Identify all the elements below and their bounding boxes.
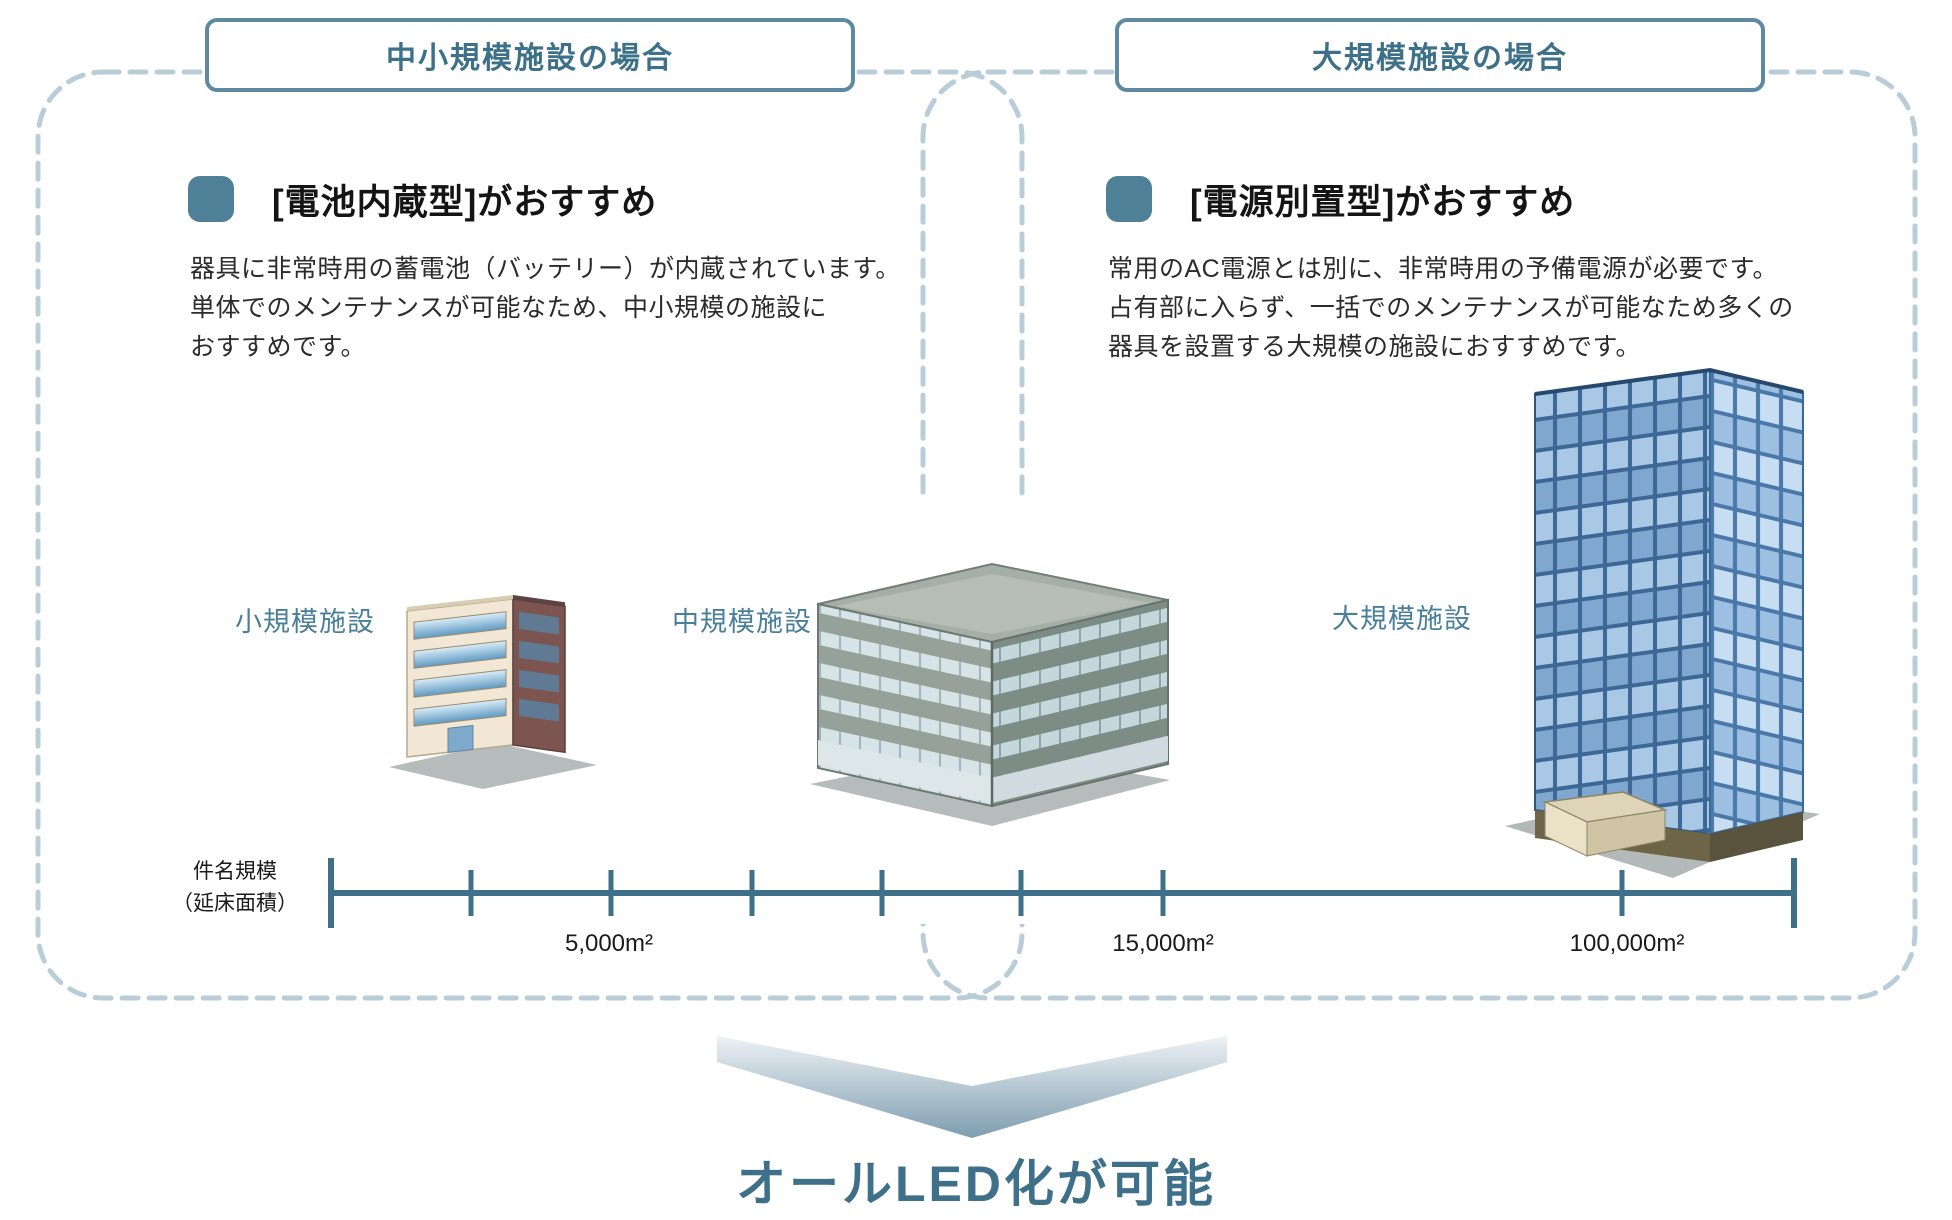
axis-title-line1: 件名規模 bbox=[193, 860, 277, 883]
left-recommendation-title: [電池内蔵型]がおすすめ bbox=[272, 183, 658, 222]
axis-title: 件名規模 （延床面積） bbox=[165, 856, 305, 919]
right-bullet-square-icon bbox=[1106, 176, 1152, 222]
tick-label-100000: 100,000m² bbox=[1569, 930, 1685, 957]
right-recommendation-title: [電源別置型]がおすすめ bbox=[1190, 183, 1576, 222]
header-large-facilities: 大規模施設の場合 bbox=[1115, 18, 1765, 92]
header-small-medium-label: 中小規模施設の場合 bbox=[386, 42, 674, 75]
floor-area-axis bbox=[328, 858, 1797, 928]
header-small-medium-facilities: 中小規模施設の場合 bbox=[205, 18, 855, 92]
large-building-illustration bbox=[1505, 367, 1820, 878]
conclusion-title: オールLED化が可能 bbox=[736, 1156, 1216, 1212]
tick-label-15000: 15,000m² bbox=[1112, 930, 1214, 957]
large-facility-label: 大規模施設 bbox=[1332, 604, 1472, 634]
left-recommendation-body: 器具に非常時用の蓄電池（バッテリー）が内蔵されています。 単体でのメンテナンスが… bbox=[190, 255, 901, 361]
axis-title-line2: （延床面積） bbox=[172, 891, 298, 915]
small-facility-label: 小規模施設 bbox=[235, 607, 375, 637]
medium-building-illustration bbox=[810, 562, 1170, 826]
down-arrow-icon bbox=[717, 1036, 1227, 1138]
right-recommendation-body: 常用のAC電源とは別に、非常時用の予備電源が必要です。 占有部に入らず、一括での… bbox=[1108, 255, 1794, 361]
small-building-illustration bbox=[389, 595, 597, 789]
tick-label-5000: 5,000m² bbox=[564, 930, 654, 957]
left-bullet-square-icon bbox=[188, 176, 234, 222]
header-large-label: 大規模施設の場合 bbox=[1312, 42, 1568, 75]
medium-facility-label: 中規模施設 bbox=[672, 607, 812, 637]
